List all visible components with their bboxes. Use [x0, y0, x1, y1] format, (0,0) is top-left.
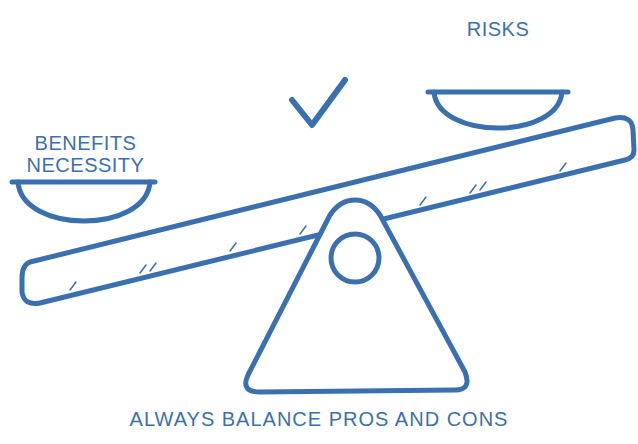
fulcrum	[246, 200, 467, 392]
scale-pan: RISKS	[423, 18, 573, 146]
caption: ALWAYS BALANCE PROS AND CONS	[0, 408, 638, 430]
scale-pan: BENEFITS NECESSITY	[8, 132, 163, 240]
pan-label: BENEFITS NECESSITY	[26, 132, 146, 176]
pivot	[331, 234, 379, 282]
pan-label: RISKS	[423, 18, 573, 40]
check-mark	[292, 80, 345, 125]
